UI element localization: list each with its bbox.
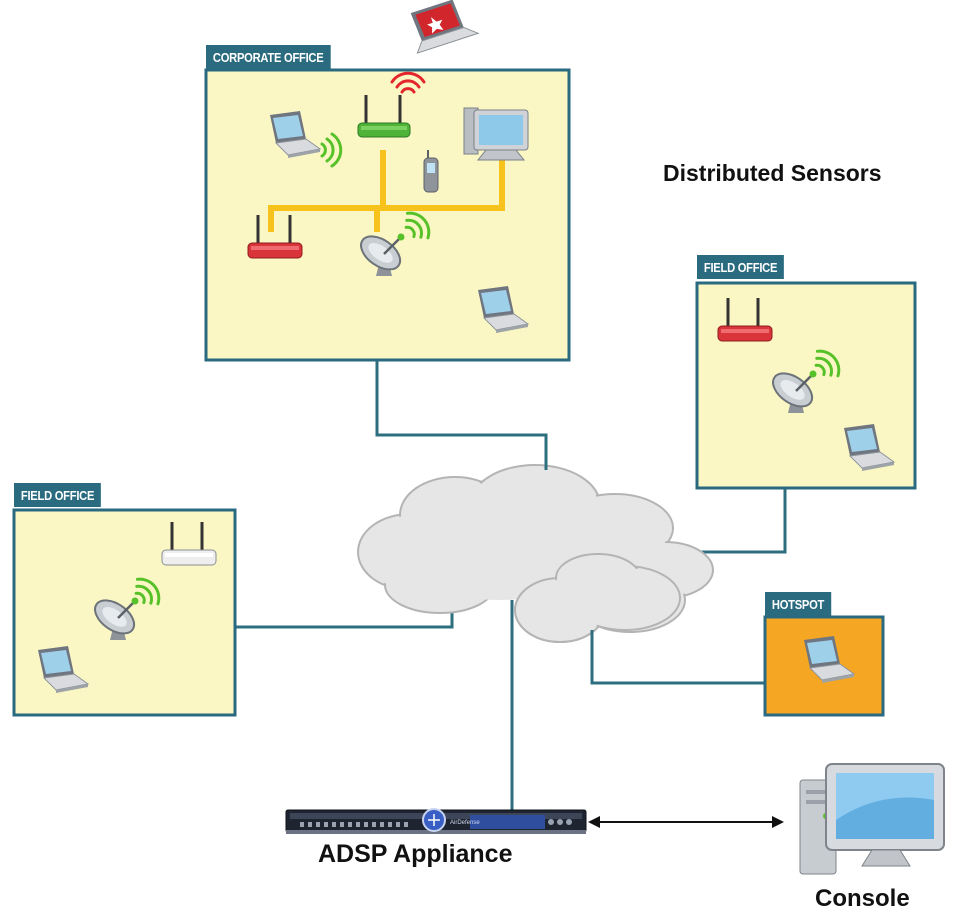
corporate-office: [204, 68, 571, 362]
tab-field-office-right: FIELD OFFICE: [697, 255, 785, 279]
tab-field-office-left: FIELD OFFICE: [14, 483, 102, 507]
console-computer-icon: [799, 763, 945, 875]
double-arrow-icon: [588, 816, 784, 828]
appliance-brand-text: AirDefense: [450, 820, 480, 826]
router-icon: [247, 215, 303, 259]
page-title: Distributed Sensors: [663, 160, 882, 186]
server-appliance-icon: AirDefense: [285, 808, 587, 834]
tab-hotspot: HOTSPOT: [765, 592, 832, 616]
field-office-left: [12, 508, 237, 717]
router-icon: [161, 522, 217, 566]
console-label: Console: [815, 885, 910, 912]
rogue-laptop-icon: [410, 0, 480, 54]
desktop-computer-icon: [463, 107, 529, 161]
phone-icon: [423, 150, 439, 193]
router-icon: [717, 298, 773, 342]
appliance-label: ADSP Appliance: [318, 840, 513, 868]
hotspot: [763, 615, 885, 717]
lan-cable: [268, 150, 505, 232]
field-office-right: [695, 281, 917, 490]
cloud-icon: [357, 464, 714, 643]
tab-corporate-office: CORPORATE OFFICE: [206, 45, 331, 69]
router-icon: [357, 95, 411, 138]
